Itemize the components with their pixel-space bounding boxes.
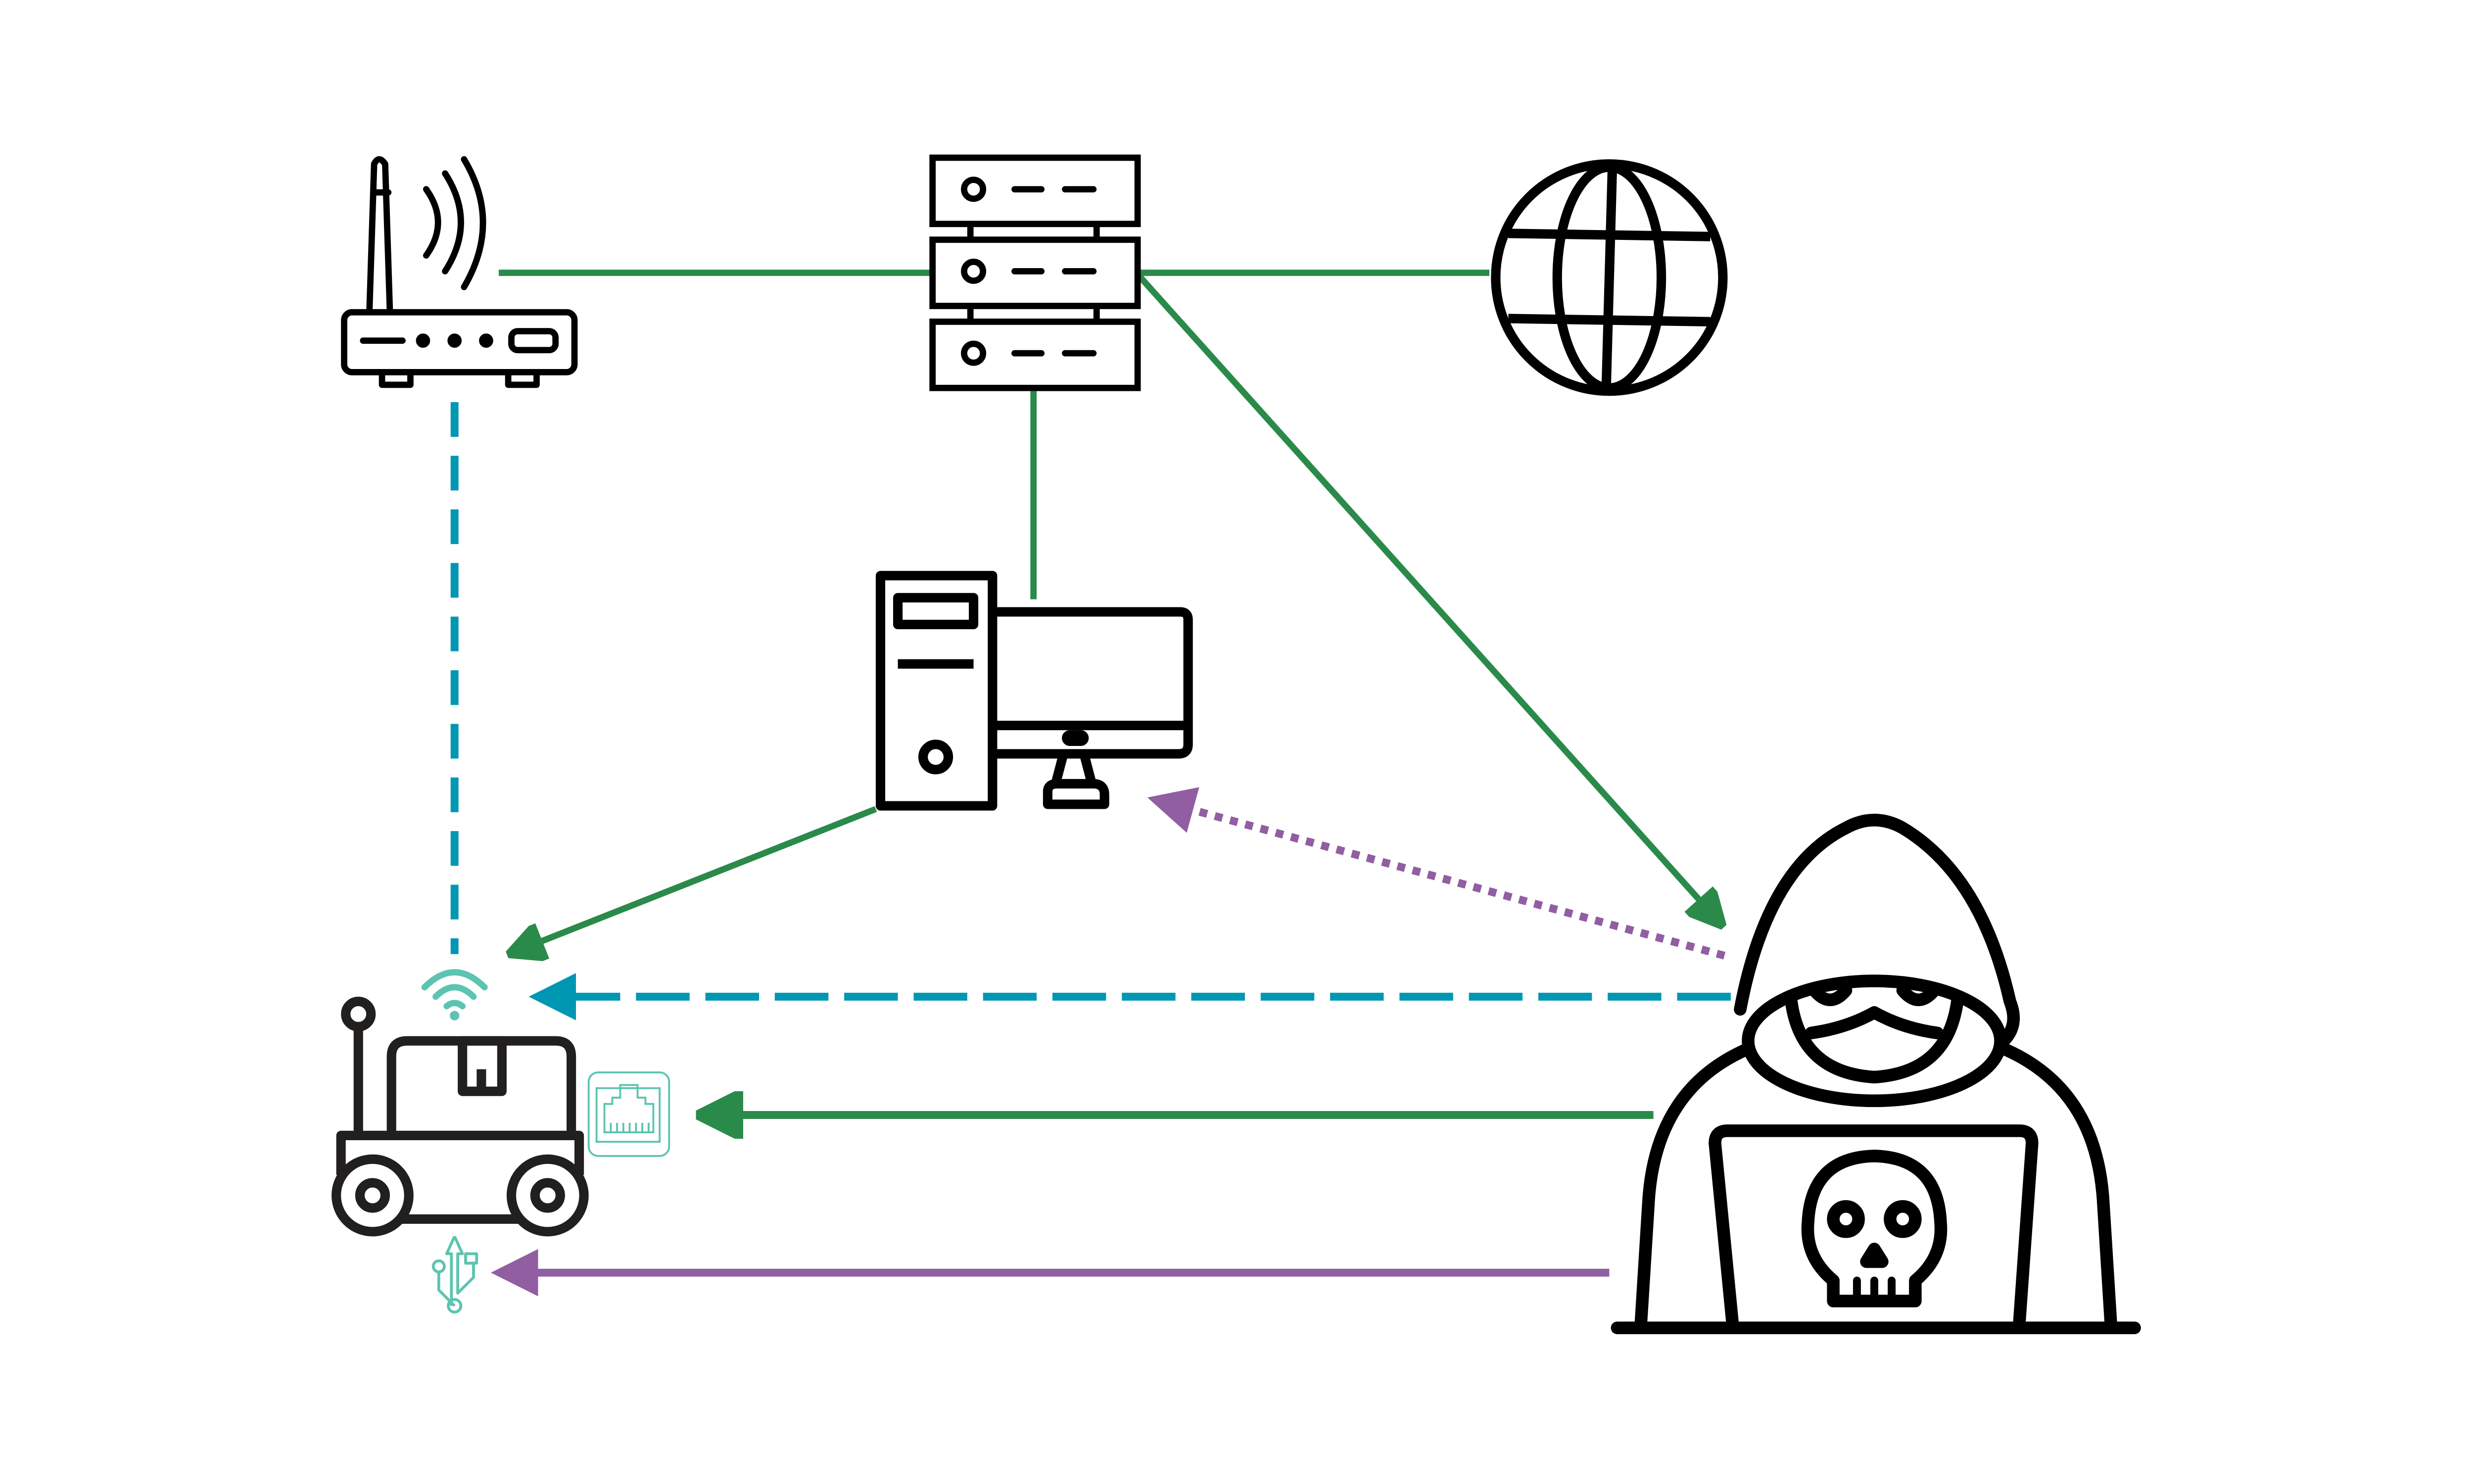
edges <box>450 270 1731 1297</box>
delivery-robot-icon <box>332 996 589 1237</box>
desktop-computer-icon <box>875 571 1193 811</box>
globe-icon <box>1491 159 1728 396</box>
hooded-hacker-laptop-icon <box>1611 814 2141 1335</box>
edge-attacker-workstation <box>1147 787 1726 960</box>
server-rack-icon <box>929 154 1141 391</box>
ethernet-port-icon <box>587 1071 670 1157</box>
wifi-router-icon <box>341 156 578 388</box>
edge-server-attacker <box>1137 274 1719 923</box>
usb-icon <box>431 1236 478 1314</box>
edge-workstation-robot <box>513 806 877 952</box>
wifi-icon <box>421 969 488 1020</box>
